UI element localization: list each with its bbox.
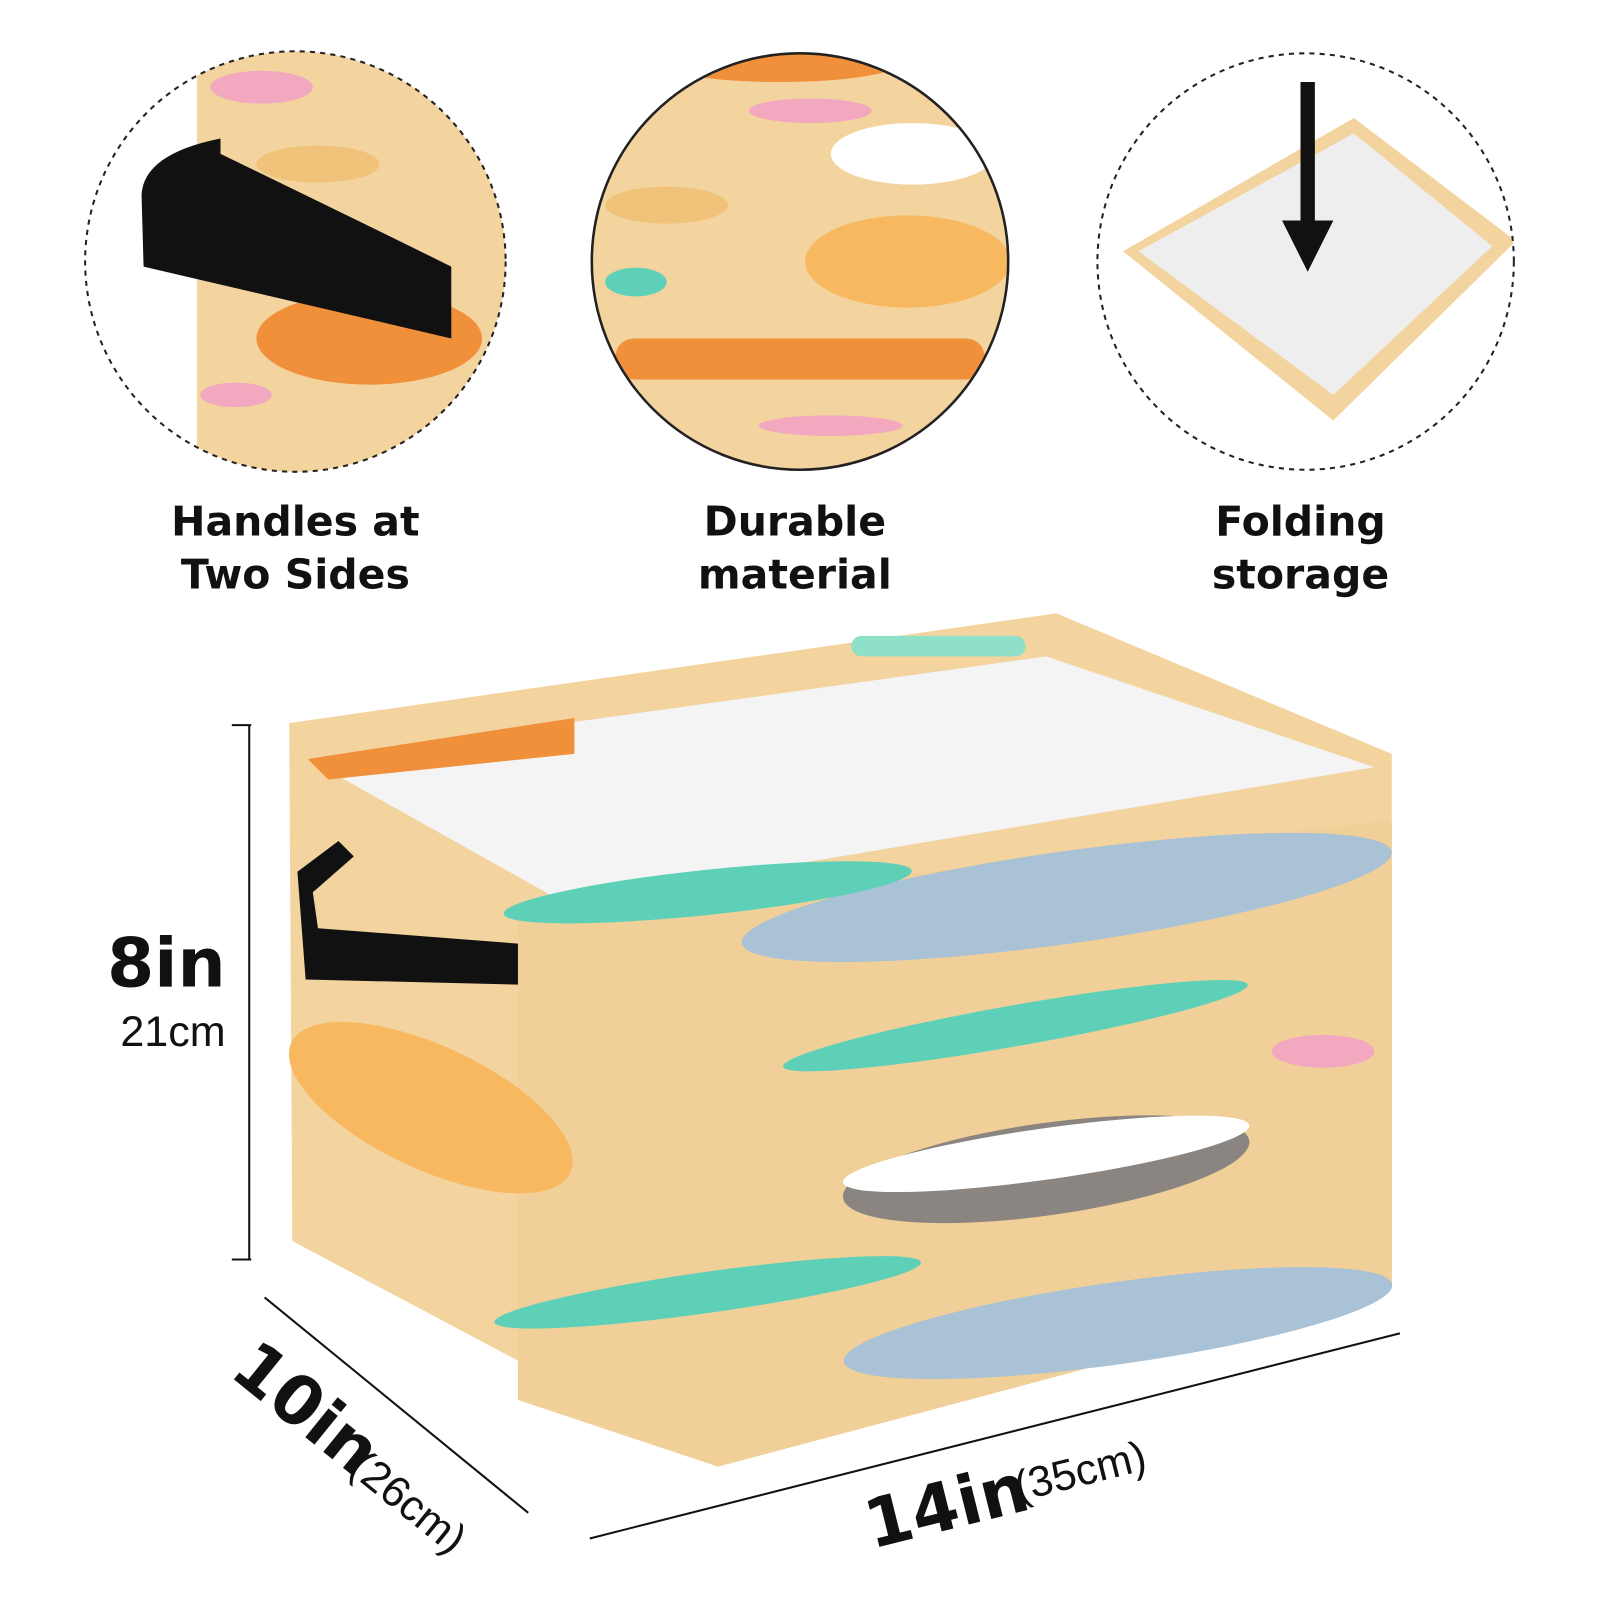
feature-label-folding-line1: Folding	[1215, 497, 1386, 545]
feature-label-handles-line1: Handles at	[171, 497, 419, 545]
feature-label-material-line2: material	[698, 551, 892, 599]
down-arrow-icon	[1282, 82, 1334, 272]
basket-illustration	[233, 613, 1393, 1468]
handle-strap-icon	[141, 112, 452, 339]
feature-label-folding-line2: storage	[1212, 551, 1389, 599]
width-dimension: 14in (35cm)	[589, 1332, 1401, 1564]
height-dimension: 8in 21cm	[107, 724, 252, 1261]
detail-circle-folding	[1096, 52, 1515, 471]
height-cm: 21cm	[120, 1008, 225, 1056]
height-in: 8in	[107, 924, 226, 1003]
feature-label-handles-line2: Two Sides	[181, 551, 410, 599]
detail-circle-material	[590, 52, 1010, 472]
detail-circle-handles	[84, 50, 507, 473]
width-cm: (35cm)	[1009, 1432, 1151, 1511]
handle-icon	[297, 841, 518, 985]
feature-label-material-line1: Durable	[704, 497, 886, 545]
